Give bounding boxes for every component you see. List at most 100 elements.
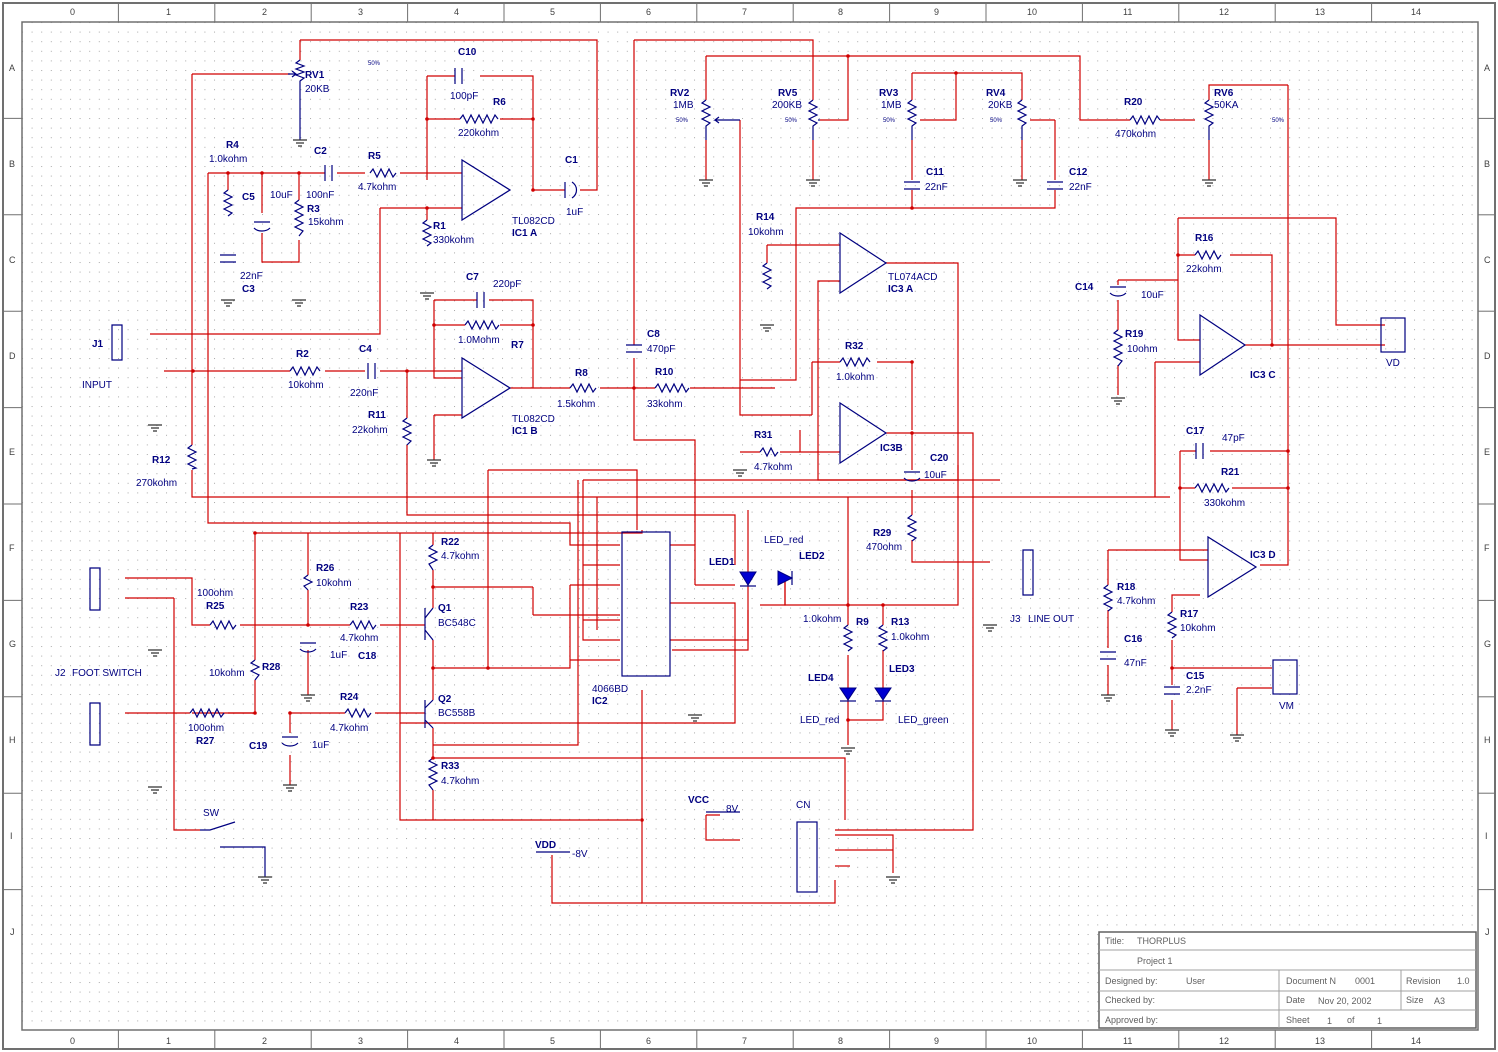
component-value: 470ohm xyxy=(866,542,902,553)
junction-dot xyxy=(1286,486,1290,490)
ground-icon xyxy=(148,786,162,794)
component-ref: R6 xyxy=(493,97,506,108)
junction-dot xyxy=(425,117,429,121)
doc-value: 0001 xyxy=(1355,976,1375,986)
component-value: 4.7kohm xyxy=(358,182,396,193)
col-label: 7 xyxy=(742,7,747,17)
grid-column-labels: 0 1 2 3 4 5 6 7 8 9 10 11 12 13 14 0 1 2… xyxy=(70,7,1421,1046)
component-ref: RV2 xyxy=(670,88,690,99)
project-value: Project 1 xyxy=(1137,956,1173,966)
component-value: 22nF xyxy=(1069,182,1092,193)
component-ref: R3 xyxy=(307,204,320,215)
junction-dot xyxy=(640,818,644,822)
component-ref: R28 xyxy=(262,662,281,673)
row-label: A xyxy=(1484,63,1490,73)
pot-positions: 50% 50% 50% 50% 50% 50% xyxy=(368,61,1285,124)
component-ref: R26 xyxy=(316,563,335,574)
sheet-value: 1 xyxy=(1327,1016,1332,1026)
col-label: 4 xyxy=(454,7,459,17)
ground-icon xyxy=(1111,397,1125,405)
size-label: Size xyxy=(1406,995,1424,1005)
col-label: 13 xyxy=(1315,7,1325,17)
row-label: C xyxy=(9,255,16,265)
col-label: 1 xyxy=(166,7,171,17)
component-ref: RV3 xyxy=(879,88,899,99)
component-ref: R2 xyxy=(296,349,309,360)
component-ref: R20 xyxy=(1124,97,1143,108)
component-value: 10kohm xyxy=(748,227,784,238)
component-ref: R8 xyxy=(575,368,588,379)
sheet-label: Sheet xyxy=(1286,1015,1310,1025)
component-value: 1.0kohm xyxy=(209,154,247,165)
col-label: 5 xyxy=(550,7,555,17)
component-ref: IC2 xyxy=(592,696,608,707)
component-value: 1.0Mohm xyxy=(458,335,500,346)
row-label: F xyxy=(9,543,15,553)
component-value: 22nF xyxy=(925,182,948,193)
component-ref: R19 xyxy=(1125,329,1144,340)
j1-ref: J1 xyxy=(92,339,104,350)
component-ref: C11 xyxy=(926,167,944,178)
ground-icon xyxy=(983,624,997,632)
rev-label: Revision xyxy=(1406,976,1441,986)
component-value: 1.0kohm xyxy=(891,632,929,643)
component-value: 2.2nF xyxy=(1186,685,1212,696)
connector-labels: J1 INPUT J2 FOOT SWITCH J3 LINE OUT VD V… xyxy=(55,339,1400,860)
junction-dot xyxy=(288,711,292,715)
date-value: Nov 20, 2002 xyxy=(1318,996,1372,1006)
component-ref: Q2 xyxy=(438,694,452,705)
row-label: B xyxy=(1484,159,1490,169)
col-label: 13 xyxy=(1315,1036,1325,1046)
component-value: 4.7kohm xyxy=(754,462,792,473)
sw-label: SW xyxy=(203,808,220,819)
component-value: 15kohm xyxy=(308,217,344,228)
component-ref: R18 xyxy=(1117,582,1136,593)
designed-label: Designed by: xyxy=(1105,976,1158,986)
component-ref: C7 xyxy=(466,272,479,283)
component-value: 4.7kohm xyxy=(1117,596,1155,607)
component-value: 1uF xyxy=(312,740,329,751)
component-ref: R9 xyxy=(856,617,869,628)
ground-icon xyxy=(1230,734,1244,742)
component-value: 100pF xyxy=(450,91,478,102)
cn-label: CN xyxy=(796,800,810,811)
ground-icon xyxy=(283,784,297,792)
component-ref: RV6 xyxy=(1214,88,1234,99)
pot-percent: 50% xyxy=(990,118,1003,124)
ground-symbols xyxy=(148,139,1244,884)
col-label: 6 xyxy=(646,1036,651,1046)
led-symbols xyxy=(739,570,892,702)
component-value: 1.0kohm xyxy=(803,614,841,625)
junction-dot xyxy=(881,603,885,607)
junction-dot xyxy=(1270,343,1274,347)
component-ref: IC1 B xyxy=(512,426,538,437)
ground-icon xyxy=(1013,179,1027,187)
component-ref: C12 xyxy=(1069,167,1088,178)
component-value: LED_green xyxy=(898,715,949,726)
component-ref: R5 xyxy=(368,151,381,162)
component-value: LED_red xyxy=(764,535,803,546)
component-ref: R21 xyxy=(1221,467,1240,478)
col-label: 10 xyxy=(1027,7,1037,17)
component-ref: R11 xyxy=(368,410,386,421)
component-value: TL074ACD xyxy=(888,272,937,283)
component-value: 10kohm xyxy=(316,578,352,589)
component-ref: R31 xyxy=(754,430,773,441)
vm-label: VM xyxy=(1279,701,1294,712)
junction-dot xyxy=(1176,253,1180,257)
ground-icon xyxy=(301,694,315,702)
col-label: 8 xyxy=(838,1036,843,1046)
col-label: 0 xyxy=(70,7,75,17)
junction-dot xyxy=(910,431,914,435)
component-ref: C20 xyxy=(930,453,949,464)
col-label: 2 xyxy=(262,1036,267,1046)
col-label: 3 xyxy=(358,7,363,17)
row-label: B xyxy=(9,159,15,169)
ground-icon xyxy=(258,876,272,884)
title-block: Title: THORPLUS Project 1 Designed by: U… xyxy=(1098,931,1477,1029)
component-value: 1MB xyxy=(881,100,902,111)
junction-dot xyxy=(226,171,230,175)
ground-icon xyxy=(688,714,702,722)
row-label: I xyxy=(10,831,13,841)
component-value: 10ohm xyxy=(1127,344,1158,355)
